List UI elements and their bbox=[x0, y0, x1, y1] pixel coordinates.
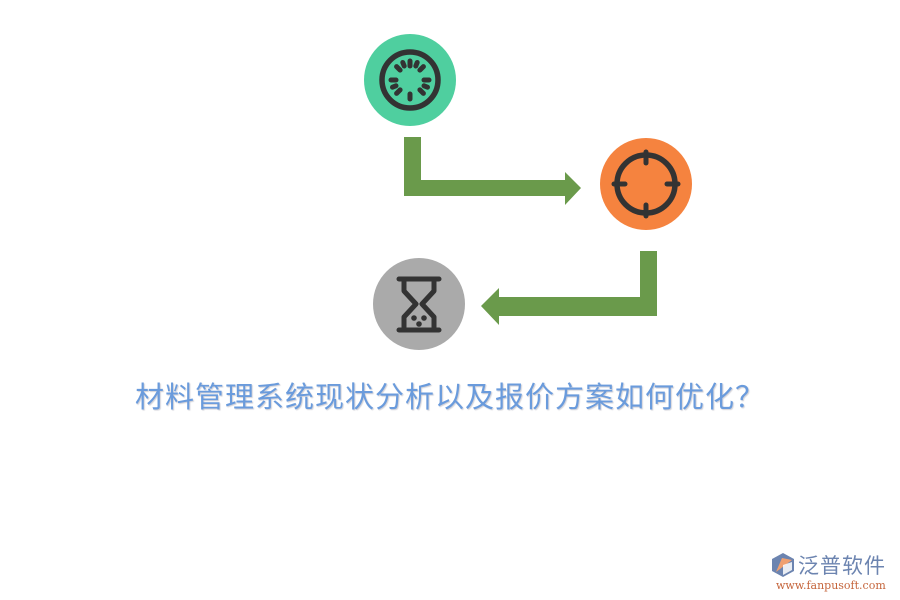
arrow-start-to-target bbox=[404, 137, 581, 205]
logo-brand-name: 泛普软件 bbox=[798, 554, 886, 578]
loading-spinner-icon bbox=[379, 49, 441, 111]
page-title: 材料管理系统现状分析以及报价方案如何优化？ bbox=[134, 380, 765, 414]
node-target bbox=[600, 138, 692, 230]
node-start bbox=[364, 34, 456, 126]
hourglass-icon bbox=[396, 276, 442, 333]
brand-logo[interactable]: 泛普软件 www.fanpusoft.com bbox=[768, 548, 896, 596]
logo-url[interactable]: www.fanpusoft.com bbox=[776, 579, 886, 592]
node-wait bbox=[373, 258, 465, 350]
crosshair-target-icon bbox=[611, 149, 681, 219]
fanpu-logo-icon bbox=[772, 553, 794, 577]
arrow-target-to-wait bbox=[481, 251, 657, 325]
